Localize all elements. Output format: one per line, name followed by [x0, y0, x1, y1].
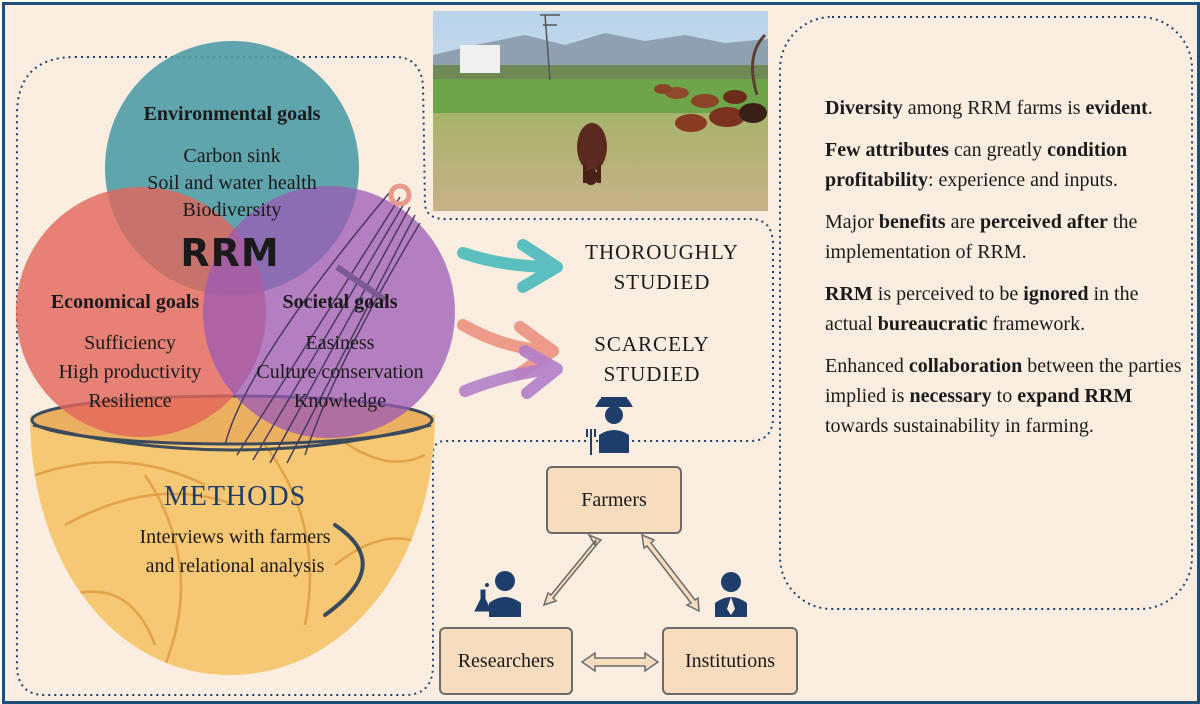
- economical-item: Sufficiency: [84, 332, 176, 354]
- finding-text: can greatly: [948, 139, 1048, 161]
- thorough-arrow: [457, 239, 563, 293]
- environmental-item: Carbon sink: [183, 145, 281, 167]
- whisk: [224, 183, 421, 464]
- finding-text: the implementation of RRM.: [825, 211, 1138, 263]
- finding-emphasis: benefits: [878, 211, 946, 233]
- societal-item: Knowledge: [293, 390, 387, 412]
- scarcely-studied-label: SCARCELY: [594, 332, 710, 356]
- finding-item: Enhanced collaboration between the parti…: [825, 351, 1185, 441]
- societal-item: Culture conservation: [256, 361, 424, 383]
- actor-arrows: [542, 533, 700, 673]
- finding-text: in the actual: [825, 283, 1139, 335]
- societal-circle: [203, 186, 455, 438]
- farmer-icon: [586, 397, 633, 455]
- finding-emphasis: expand RRM: [1017, 385, 1133, 407]
- finding-text: between the parties implied is: [825, 355, 1182, 407]
- societal-goals-title: Societal goals: [282, 291, 398, 313]
- finding-text: are: [945, 211, 980, 233]
- environmental-item: Soil and water health: [147, 172, 317, 194]
- finding-emphasis: perceived after: [979, 211, 1108, 233]
- finding-emphasis: ignored: [1023, 283, 1089, 305]
- finding-text: is perceived to be: [872, 283, 1024, 305]
- finding-text: : experience and inputs.: [927, 169, 1118, 191]
- finding-emphasis: condition profitability: [825, 139, 1128, 191]
- finding-text: to: [991, 385, 1018, 407]
- finding-text: Enhanced: [825, 355, 909, 377]
- finding-item: Diversity among RRM farms is evident.: [825, 93, 1185, 123]
- economical-item: High productivity: [58, 361, 202, 383]
- findings-list: Diversity among RRM farms is evident. Few…: [825, 93, 1185, 453]
- finding-emphasis: collaboration: [908, 355, 1023, 377]
- finding-emphasis: necessary: [909, 385, 992, 407]
- researcher-icon: [474, 571, 521, 617]
- finding-text: .: [1147, 97, 1153, 119]
- finding-item: Few attributes can greatly condition pro…: [825, 135, 1185, 195]
- methods-description-line: Interviews with farmers: [139, 526, 331, 548]
- finding-emphasis: RRM: [825, 283, 873, 305]
- finding-text: towards sustainability in farming.: [825, 415, 1094, 437]
- finding-text: among RRM farms is: [902, 97, 1086, 119]
- farmers-box: Farmers: [546, 466, 682, 534]
- finding-emphasis: Few attributes: [825, 139, 949, 161]
- environmental-goals-title: Environmental goals: [143, 103, 321, 125]
- economical-item: Resilience: [88, 390, 172, 412]
- thoroughly-studied-label: THOROUGHLY: [585, 240, 739, 264]
- finding-text: Major: [825, 211, 879, 233]
- finding-item: Major benefits are perceived after the i…: [825, 207, 1185, 267]
- finding-emphasis: bureaucratic: [877, 313, 988, 335]
- institution-icon: [715, 572, 747, 617]
- scarce-arrow-purple: [459, 345, 563, 399]
- researchers-box: Researchers: [439, 627, 573, 695]
- methods-title: METHODS: [163, 481, 307, 512]
- thoroughly-studied-label: STUDIED: [613, 270, 711, 294]
- finding-emphasis: evident: [1085, 97, 1148, 119]
- finding-text: framework.: [987, 313, 1086, 335]
- scarce-arrow-salmon: [457, 319, 559, 379]
- economical-circle: [16, 187, 266, 437]
- bowl-rim: [32, 423, 432, 452]
- environmental-item: Biodiversity: [182, 199, 282, 221]
- rrm-label: RRM: [180, 231, 280, 275]
- finding-emphasis: Diversity: [825, 97, 903, 119]
- diagram-graphics: [16, 11, 1193, 696]
- finding-item: RRM is perceived to be ignored in the ac…: [825, 279, 1185, 339]
- methods-description-line: and relational analysis: [145, 555, 325, 577]
- societal-item: Easiness: [305, 332, 375, 354]
- institutions-box: Institutions: [662, 627, 798, 695]
- cattle-photo: [433, 11, 768, 211]
- economical-goals-title: Economical goals: [50, 291, 200, 313]
- scarcely-studied-label: STUDIED: [603, 362, 701, 386]
